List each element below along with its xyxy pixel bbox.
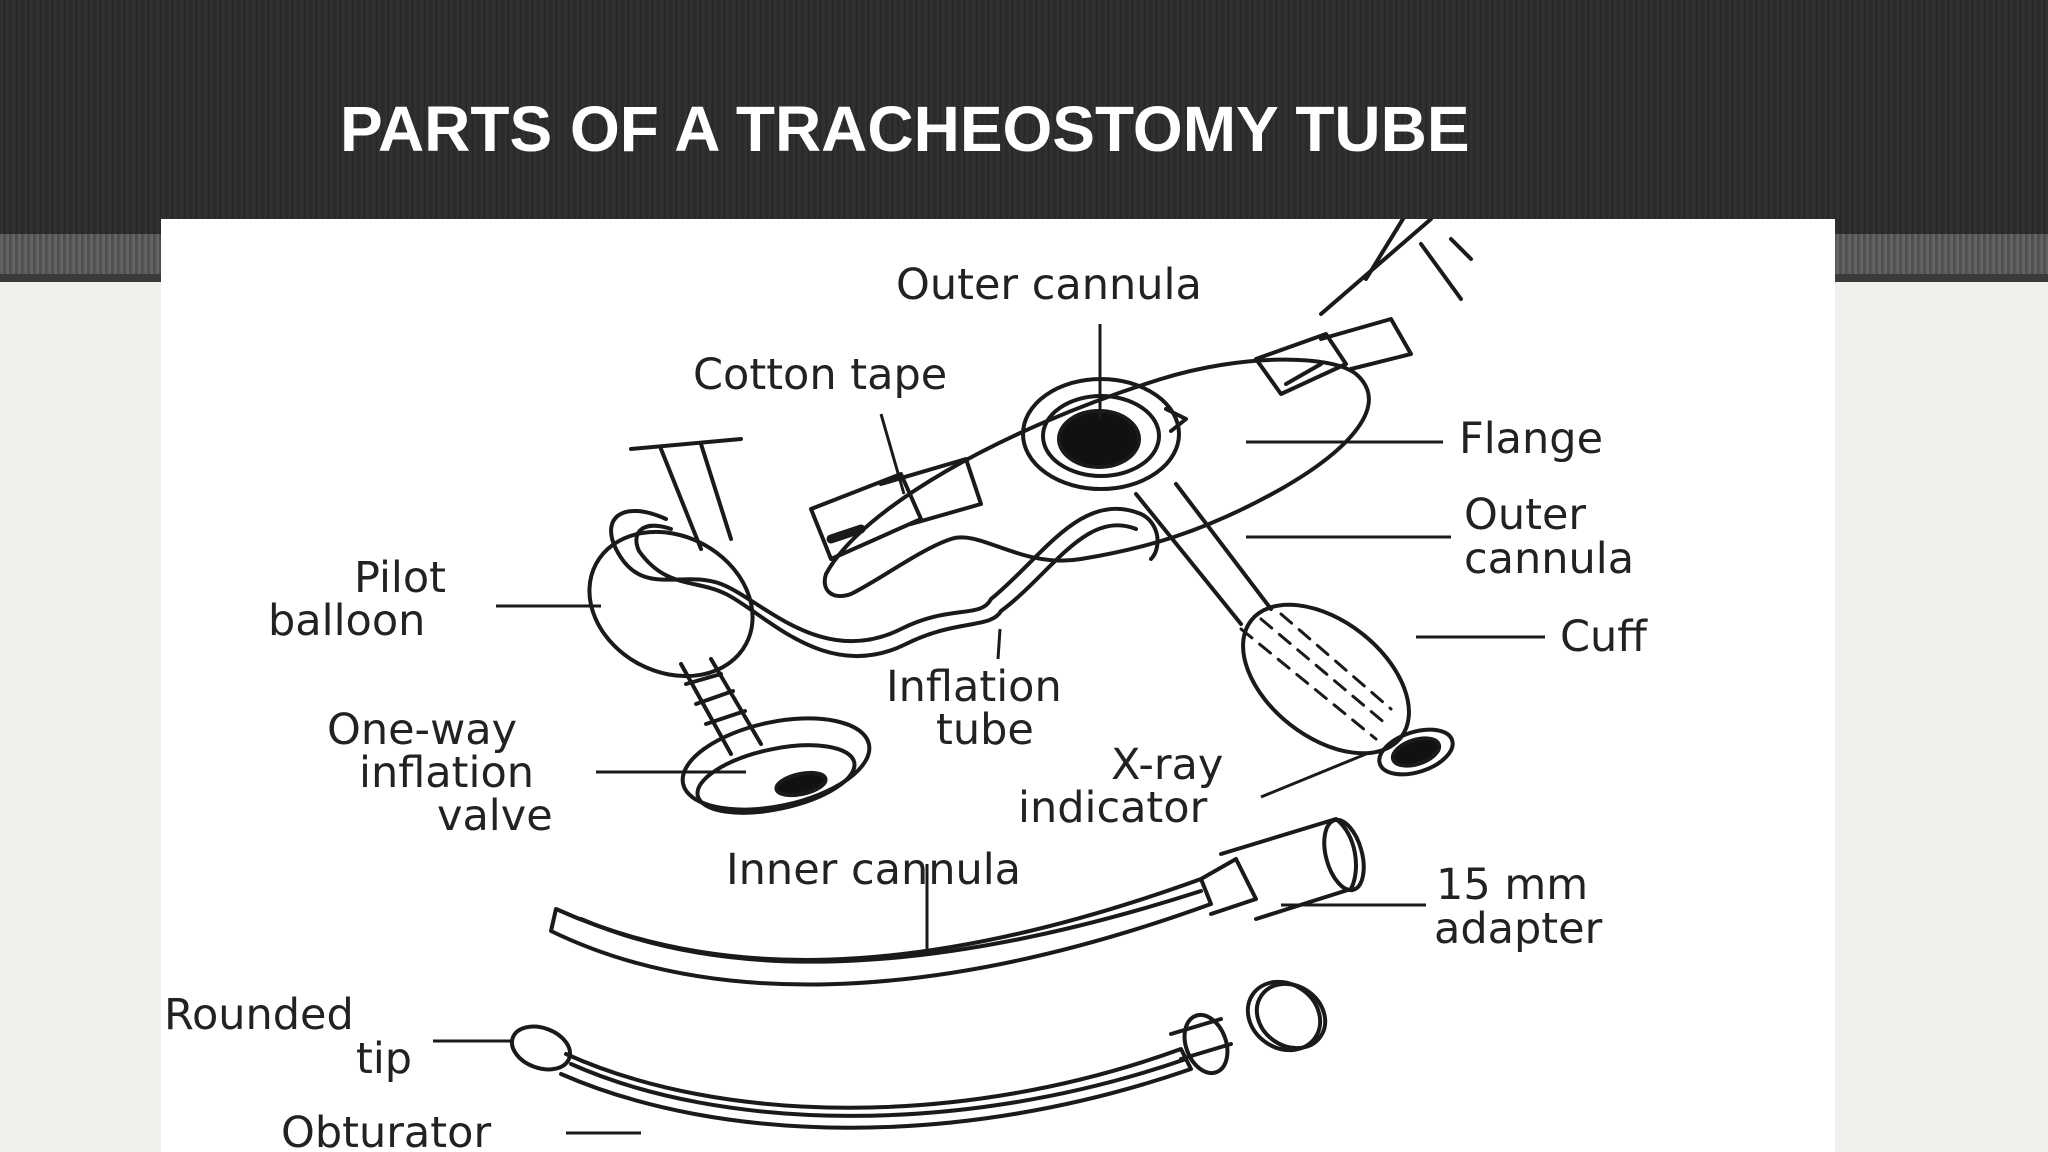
label-xray-2: indicator	[1018, 783, 1208, 833]
obturator-shape	[509, 979, 1328, 1130]
label-inner-cannula: Inner cannula	[726, 845, 1021, 895]
label-valve-3: valve	[437, 791, 553, 841]
label-adapter-2: adapter	[1434, 904, 1603, 954]
slide-title: PARTS OF A TRACHEOSTOMY TUBE	[340, 93, 1470, 165]
diagram-drawing: Outer cannula Cotton tape Flange Outer c…	[164, 219, 1648, 1152]
label-rounded-tip-1: Rounded	[164, 990, 354, 1040]
label-outer-cannula-top: Outer cannula	[896, 260, 1202, 310]
label-obturator: Obturator	[281, 1108, 491, 1152]
tracheostomy-diagram: Outer cannula Cotton tape Flange Outer c…	[161, 219, 1835, 1152]
flange-plate	[822, 357, 1371, 598]
label-outer-cannula-right-2: cannula	[1464, 534, 1634, 584]
label-adapter-1: 15 mm	[1436, 860, 1588, 910]
label-inflation-tube-1: Inflation	[886, 662, 1062, 712]
label-cuff: Cuff	[1560, 612, 1648, 662]
inner-cannula-shape	[549, 817, 1366, 987]
inflation-tube	[609, 506, 1160, 644]
flange-tie-left	[809, 457, 983, 561]
label-valve-1: One-way	[327, 705, 517, 755]
label-inflation-tube-2: tube	[936, 705, 1034, 755]
leader-lines	[433, 324, 1545, 1135]
outer-cannula-shaft	[1134, 482, 1273, 626]
label-pilot-balloon-1: Pilot	[354, 553, 446, 603]
distal-tip	[1377, 727, 1455, 777]
label-rounded-tip-2: tip	[356, 1034, 412, 1084]
label-outer-cannula-right-1: Outer	[1464, 490, 1586, 540]
label-valve-2: inflation	[359, 748, 534, 798]
label-cotton-tape: Cotton tape	[693, 350, 947, 400]
label-pilot-balloon-2: balloon	[268, 596, 425, 646]
cannula-opening	[1021, 377, 1188, 491]
diagram-labels: Outer cannula Cotton tape Flange Outer c…	[164, 260, 1648, 1152]
label-flange: Flange	[1459, 414, 1603, 464]
pilot-balloon-shape	[587, 529, 755, 679]
label-xray-1: X-ray	[1111, 740, 1223, 790]
one-way-valve	[679, 657, 872, 815]
neck-tape-top	[1319, 219, 1473, 316]
flange-tie-right	[1254, 317, 1413, 396]
